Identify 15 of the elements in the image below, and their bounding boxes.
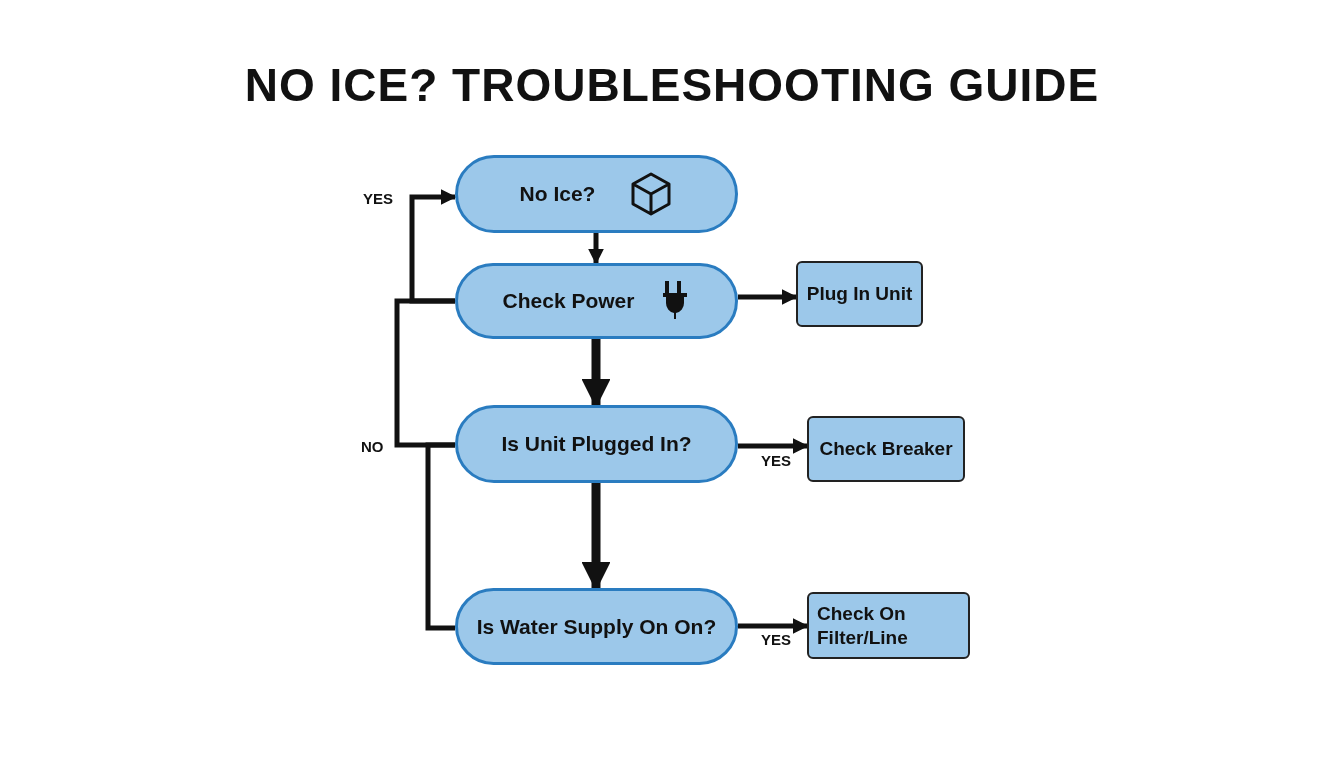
node-text: Is Unit Plugged In?: [501, 431, 692, 457]
action-box: [807, 416, 965, 482]
action-box: [796, 261, 923, 327]
node-text: No Ice?: [519, 181, 596, 207]
node-text: Is Water Supply On On?: [476, 613, 717, 640]
arrow: [738, 289, 798, 305]
title: NO ICE? TROUBLESHOOTING GUIDE: [243, 58, 1101, 112]
arrow: [738, 438, 809, 454]
action-box: [807, 592, 970, 659]
node-text: Check Breaker: [819, 437, 953, 461]
arrow: [738, 618, 809, 634]
node-text: Check Power: [502, 288, 635, 314]
arrow: [588, 233, 604, 265]
node-text: Check On Filter/Line: [817, 601, 909, 650]
node-text: Plug In Unit: [806, 282, 913, 306]
